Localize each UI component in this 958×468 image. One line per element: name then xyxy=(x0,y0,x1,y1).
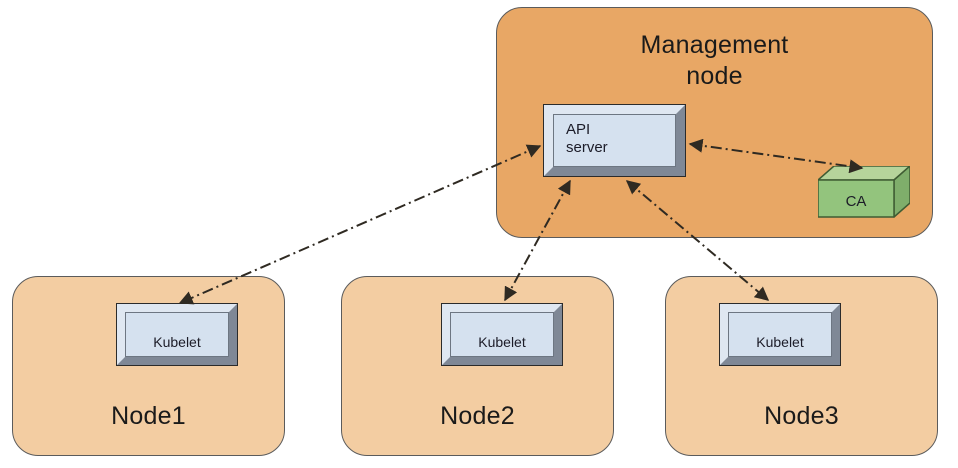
api-server-bevel xyxy=(544,105,685,176)
kubelet-node1-face: Kubelet xyxy=(125,312,229,357)
kubelet-node2-face: Kubelet xyxy=(450,312,554,357)
ca-cuboid-icon xyxy=(818,166,910,218)
kubelet-node3-label: Kubelet xyxy=(756,334,804,350)
kubelet-node1-bevel xyxy=(117,304,237,365)
ca-label: CA xyxy=(845,193,867,210)
kubelet-node2-label: Kubelet xyxy=(478,334,526,350)
kubelet-box-node1[interactable]: Kubelet xyxy=(116,303,238,366)
worker-node-3-title: Node3 xyxy=(764,402,839,430)
kubelet-box-node2[interactable]: Kubelet xyxy=(441,303,563,366)
kubelet-node1-label: Kubelet xyxy=(153,334,201,350)
kubelet-node3-bevel xyxy=(720,304,840,365)
worker-node-2-title: Node2 xyxy=(440,402,515,430)
kubelet-node3-face: Kubelet xyxy=(728,312,832,357)
kubelet-box-node3[interactable]: Kubelet xyxy=(719,303,841,366)
ca-box[interactable]: CA xyxy=(818,166,910,218)
kubelet-node2-bevel xyxy=(442,304,562,365)
worker-node-1-title: Node1 xyxy=(111,402,186,430)
